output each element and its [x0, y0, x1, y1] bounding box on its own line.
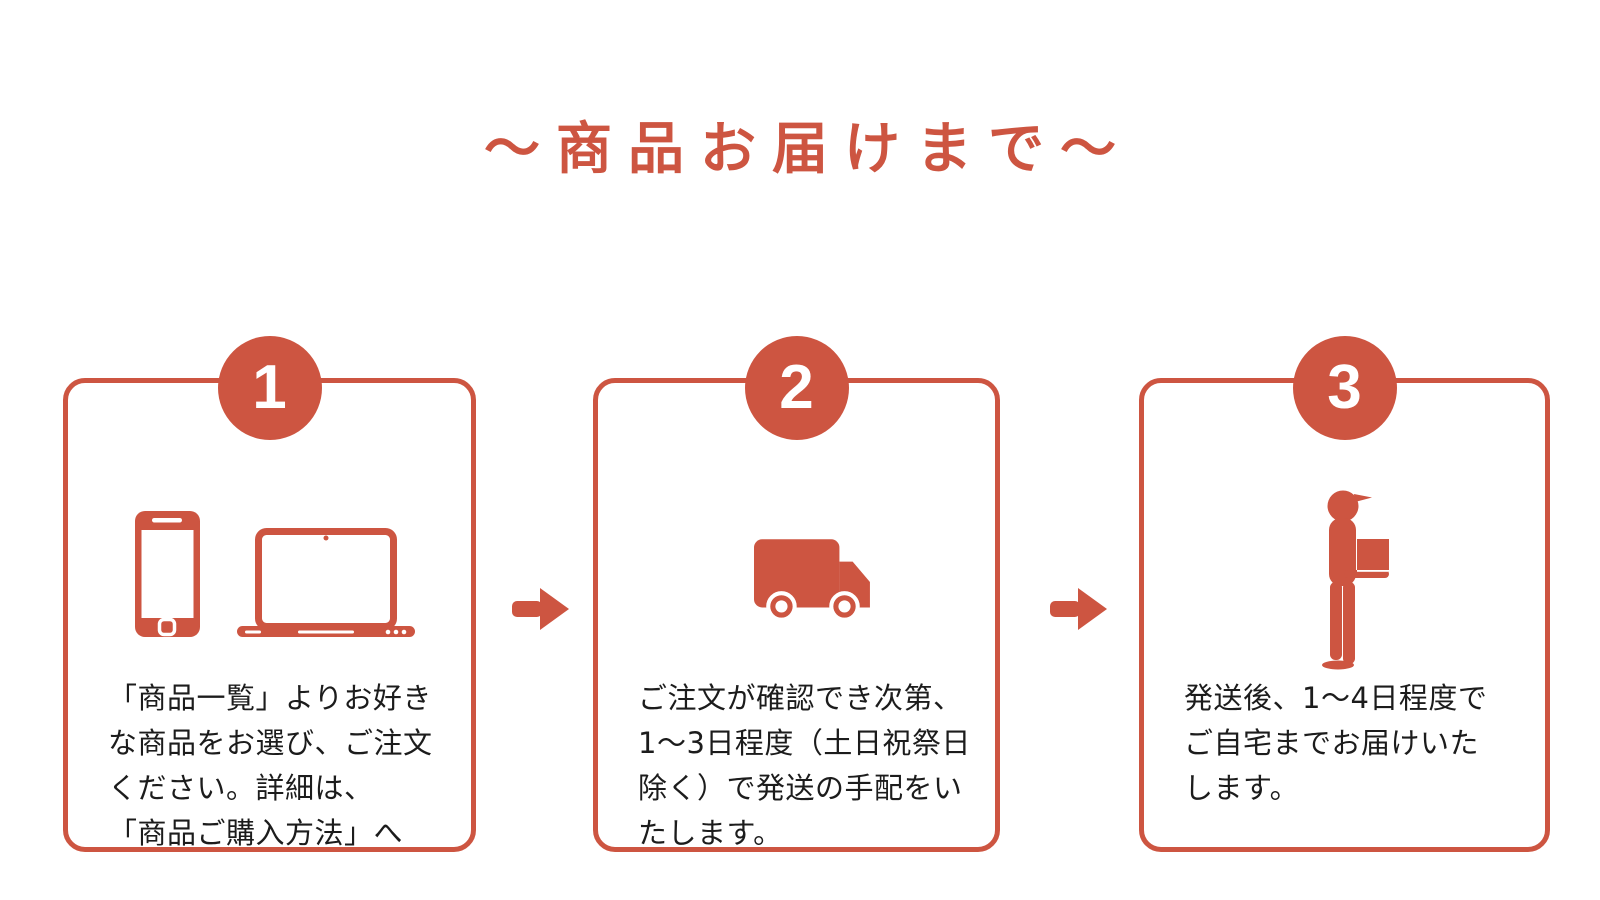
text-line: 「商品ご購入方法」へ	[108, 816, 404, 850]
text-line: ご注文が確認でき次第、	[638, 681, 963, 715]
text-line: 「商品一覧」よりお好き	[108, 681, 432, 715]
step-card-3: 3 発送後、1〜4日程度で ご自宅までお届けいた	[1139, 336, 1550, 852]
step-card-1: 1 「商品一覧」よりお好き な商品をお選び、ご注	[63, 336, 476, 852]
step-2-description: ご注文が確認でき次第、 1〜3日程度（土日祝祭日 除く）で発送の手配をい たしま…	[638, 676, 981, 856]
smartphone-and-laptop-icon	[132, 507, 422, 639]
arrow-right-icon	[1050, 588, 1107, 630]
text-line: 発送後、1〜4日程度で	[1184, 681, 1488, 715]
step-3-number-badge: 3	[1292, 336, 1397, 440]
step-card-2: 2 ご注文が確認でき次第、 1〜3日程度（土日祝祭日 除く）で発送の手配をい た…	[593, 336, 1000, 852]
delivery-person-icon	[1316, 481, 1394, 671]
step-2-number-badge: 2	[744, 336, 849, 440]
step-3-description: 発送後、1〜4日程度で ご自宅までお届けいた します。	[1184, 676, 1531, 811]
step-1-description: 「商品一覧」よりお好き な商品をお選び、ご注文 ください。詳細は、 「商品ご購入…	[108, 676, 457, 856]
delivery-truck-icon	[754, 538, 874, 624]
text-line: 1〜3日程度（土日祝祭日	[638, 726, 971, 760]
text-line: ご自宅までお届けいた	[1184, 726, 1480, 760]
page-title: 〜商品お届けまで〜	[484, 117, 1132, 182]
text-line: します。	[1184, 771, 1300, 805]
text-line: ください。詳細は、	[108, 771, 374, 805]
step-1-number-badge: 1	[217, 336, 322, 440]
text-line: 除く）で発送の手配をい	[638, 771, 963, 805]
text-line: たします。	[638, 816, 783, 850]
text-line: な商品をお選び、ご注文	[108, 726, 433, 760]
arrow-right-icon	[512, 588, 569, 630]
